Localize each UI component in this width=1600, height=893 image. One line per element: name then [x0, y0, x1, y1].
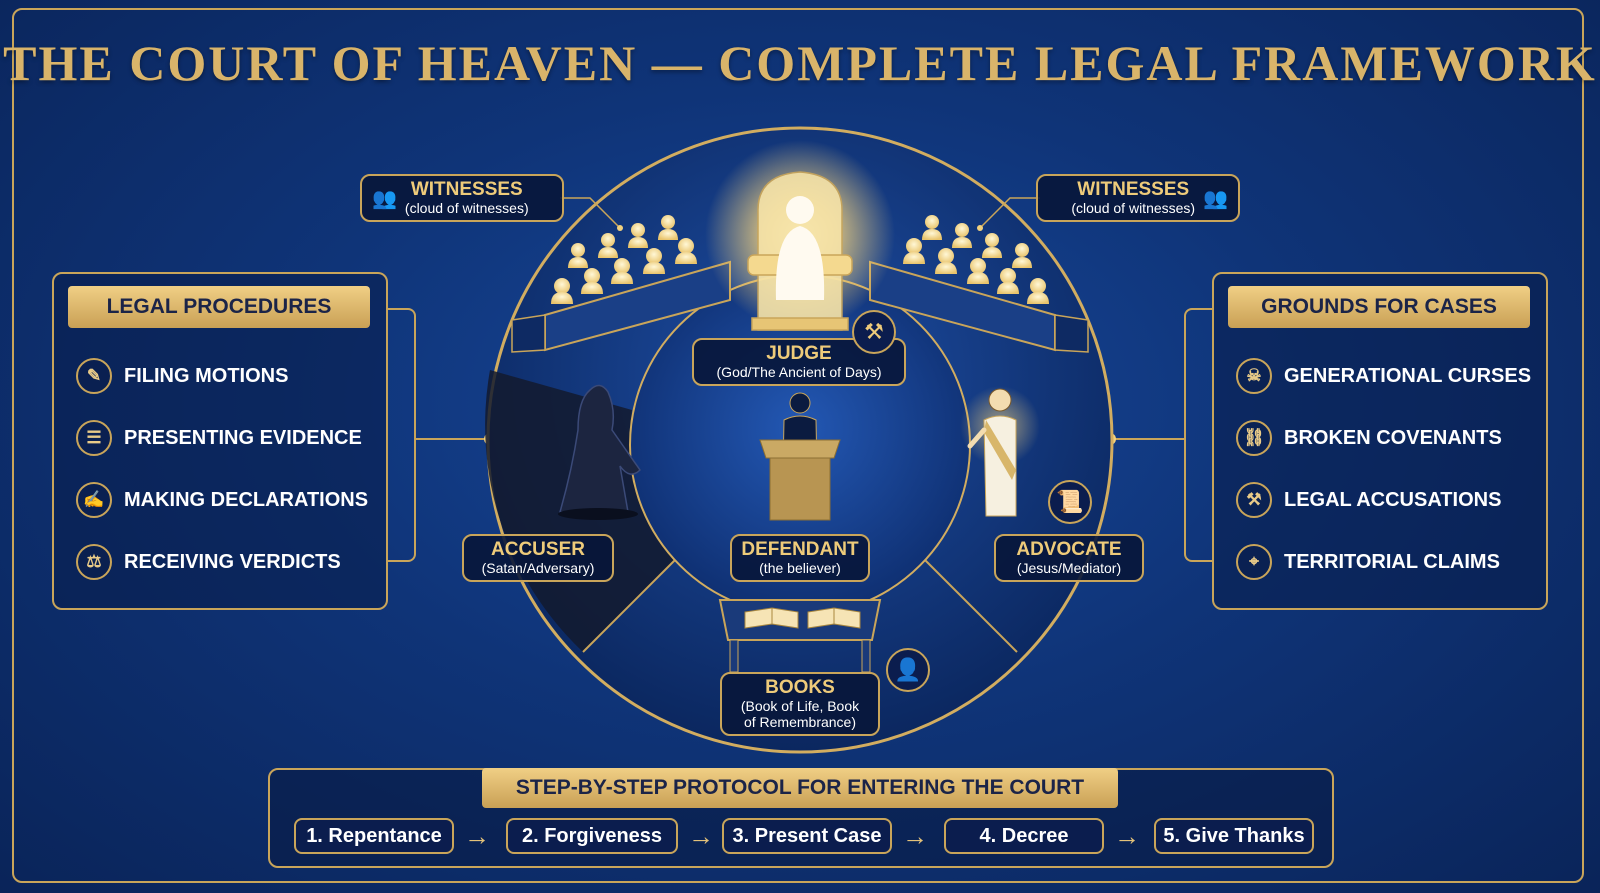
books-table [718, 599, 882, 673]
accuser-title: ACCUSER [491, 539, 585, 560]
procedure-receiving-verdicts: ⚖ RECEIVING VERDICTS [76, 542, 341, 582]
procedure-label: FILING MOTIONS [124, 364, 289, 387]
defendant-figure [759, 392, 841, 521]
arrow-right-icon: → [902, 821, 928, 851]
procedure-label: RECEIVING VERDICTS [124, 550, 341, 573]
procedure-label: PRESENTING EVIDENCE [124, 426, 362, 449]
witnesses-sub: (cloud of witnesses) [1071, 200, 1196, 216]
checklist-icon: ☰ [76, 420, 112, 456]
outer-frame [12, 8, 1584, 883]
legal-procedures-panel: LEGAL PROCEDURES ✎ FILING MOTIONS ☰ PRES… [52, 272, 388, 610]
books-sub-line2: of Remembrance) [743, 714, 857, 730]
defendant-sub: (the believer) [759, 560, 841, 576]
advocate-figure [960, 386, 1040, 517]
left-bracket [388, 308, 416, 562]
broken-link-icon: ⛓ [1236, 420, 1272, 456]
location-pin-icon: ⌖ [1236, 544, 1272, 580]
witnesses-right-label: WITNESSES (cloud of witnesses) 👥 [1036, 174, 1240, 222]
judge-sub: (God/The Ancient of Days) [716, 364, 882, 380]
advocate-title: ADVOCATE [1016, 539, 1122, 560]
step-give-thanks: 5. Give Thanks [1154, 818, 1314, 854]
divider-lower-right [919, 554, 1018, 653]
step-repentance: 1. Repentance [294, 818, 454, 854]
procedure-filing-motions: ✎ FILING MOTIONS [76, 356, 288, 396]
witnesses-sub: (cloud of witnesses) [404, 200, 529, 216]
accuser-sub: (Satan/Adversary) [481, 560, 595, 576]
protocol-heading: STEP-BY-STEP PROTOCOL FOR ENTERING THE C… [482, 768, 1118, 808]
procedure-label: MAKING DECLARATIONS [124, 488, 369, 511]
advocate-sub: (Jesus/Mediator) [1016, 560, 1122, 576]
procedure-making-declarations: ✍ MAKING DECLARATIONS [76, 480, 368, 520]
protocol-panel: STEP-BY-STEP PROTOCOL FOR ENTERING THE C… [268, 768, 1334, 868]
group-icon: 👥 [372, 187, 397, 210]
group-icon: 👥 [1203, 187, 1228, 210]
right-bracket [1184, 308, 1212, 562]
gavel-icon: ⚒ [1236, 482, 1272, 518]
ground-generational-curses: ☠ GENERATIONAL CURSES [1236, 356, 1531, 396]
arrow-right-icon: → [464, 821, 490, 851]
ground-label: LEGAL ACCUSATIONS [1284, 488, 1502, 511]
step-present-case: 3. Present Case [722, 818, 892, 854]
divider-lower-left [582, 554, 681, 653]
step-decree: 4. Decree [944, 818, 1104, 854]
ground-legal-accusations: ⚒ LEGAL ACCUSATIONS [1236, 480, 1501, 520]
ground-label: BROKEN COVENANTS [1284, 426, 1502, 449]
accuser-figure [558, 384, 641, 520]
ground-territorial-claims: ⌖ TERRITORIAL CLAIMS [1236, 542, 1500, 582]
advocate-label: ADVOCATE (Jesus/Mediator) [994, 534, 1144, 582]
left-witness-figures [551, 215, 697, 304]
judge-title: JUDGE [766, 343, 832, 364]
arrow-right-icon: → [1114, 821, 1140, 851]
gavel-icon: ⚒ [852, 310, 896, 354]
accuser-label: ACCUSER (Satan/Adversary) [462, 534, 614, 582]
legal-procedures-heading: LEGAL PROCEDURES [68, 286, 370, 328]
scroll-icon: 📜 [1048, 480, 1092, 524]
books-title: BOOKS [765, 677, 835, 698]
right-witness-pointer [979, 197, 1040, 229]
grounds-panel: GROUNDS FOR CASES ☠ GENERATIONAL CURSES … [1212, 272, 1548, 610]
witnesses-title: WITNESSES [1077, 179, 1190, 200]
right-witness-figures [903, 215, 1049, 304]
ground-broken-covenants: ⛓ BROKEN COVENANTS [1236, 418, 1502, 458]
crossed-skull-icon: ☠ [1236, 358, 1272, 394]
ground-label: TERRITORIAL CLAIMS [1284, 550, 1500, 573]
grounds-heading: GROUNDS FOR CASES [1228, 286, 1530, 328]
books-label: BOOKS (Book of Life, Book of Remembrance… [720, 672, 880, 736]
arrow-right-icon: → [688, 821, 714, 851]
books-sub-line1: (Book of Life, Book [740, 698, 860, 714]
judge-figure [775, 196, 825, 300]
left-stand-side [511, 314, 546, 353]
writing-icon: ✍ [76, 482, 112, 518]
document-pen-icon: ✎ [76, 358, 112, 394]
witnesses-left-label: 👥 WITNESSES (cloud of witnesses) [360, 174, 564, 222]
left-witness-pointer [560, 197, 621, 229]
defendant-label: DEFENDANT (the believer) [730, 534, 870, 582]
page-title: THE COURT OF HEAVEN — COMPLETE LEGAL FRA… [3, 35, 1597, 91]
ground-label: GENERATIONAL CURSES [1284, 364, 1532, 387]
procedure-presenting-evidence: ☰ PRESENTING EVIDENCE [76, 418, 362, 458]
defendant-title: DEFENDANT [741, 539, 859, 560]
person-icon: 👤 [886, 648, 930, 692]
right-stand-side [1054, 314, 1089, 353]
witnesses-title: WITNESSES [410, 179, 523, 200]
scales-icon: ⚖ [76, 544, 112, 580]
step-forgiveness: 2. Forgiveness [506, 818, 678, 854]
